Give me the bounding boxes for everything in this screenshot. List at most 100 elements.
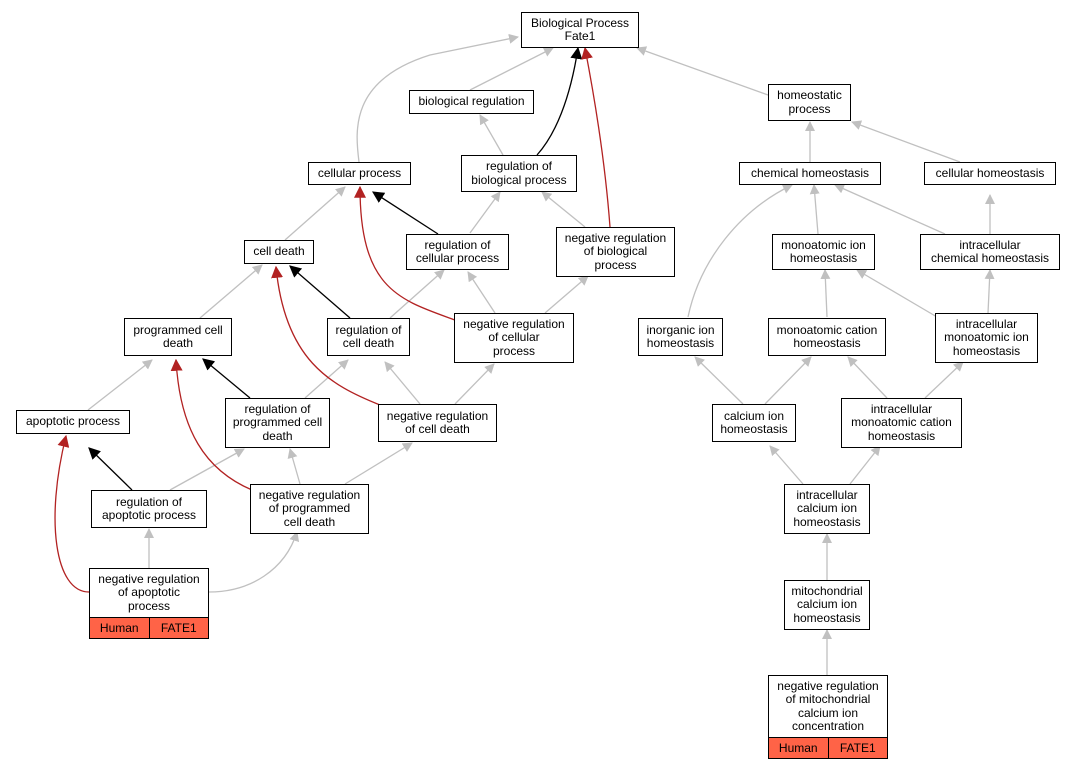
go-term-node[interactable]: regulation of biological process — [461, 155, 577, 192]
annotation-row: Human FATE1 — [768, 737, 888, 759]
go-term-node[interactable]: intracellular calcium ion homeostasis — [784, 484, 870, 534]
go-term-node[interactable]: intracellular chemical homeostasis — [920, 234, 1060, 270]
edge — [924, 361, 964, 399]
go-term-node[interactable]: Biological Process Fate1 — [521, 12, 639, 48]
negatively-regulates-edges — [54, 46, 611, 593]
go-term-node[interactable]: regulation of cellular process — [406, 234, 509, 270]
go-term-node[interactable]: biological regulation — [409, 90, 534, 114]
go-term-node[interactable]: mitochondrial calcium ion homeostasis — [784, 580, 870, 630]
edge — [984, 269, 995, 314]
go-term-node[interactable]: negative regulation of programmed cell d… — [250, 484, 369, 534]
edge — [170, 358, 253, 491]
edge — [287, 448, 301, 485]
go-term-node[interactable]: inorganic ion homeostasis — [638, 318, 723, 356]
edge — [856, 269, 938, 318]
go-term-node[interactable]: negative regulation of biological proces… — [556, 227, 675, 277]
node-label: regulation of apoptotic process — [101, 494, 197, 522]
node-label: regulation of cellular process — [415, 237, 500, 265]
edge — [88, 447, 133, 491]
go-term-node[interactable]: negative regulation of apoptotic process — [89, 568, 209, 618]
edge — [454, 363, 495, 405]
is-a-edges — [87, 33, 995, 675]
node-label: regulation of cell death — [335, 322, 402, 350]
node-label: negative regulation of apoptotic process — [98, 571, 200, 613]
species-cell[interactable]: Human — [778, 741, 818, 755]
node-label: intracellular monoatomic cation homeosta… — [851, 401, 952, 443]
go-term-node[interactable]: regulation of programmed cell death — [225, 398, 330, 448]
go-term-node[interactable]: monoatomic cation homeostasis — [768, 318, 886, 356]
node-label: mitochondrial calcium ion homeostasis — [791, 583, 863, 625]
edge — [199, 264, 263, 319]
edge — [356, 33, 519, 163]
node-label: biological regulation — [418, 94, 525, 109]
edge — [809, 184, 820, 235]
edge — [469, 47, 554, 91]
edge — [289, 265, 351, 319]
edge — [536, 46, 583, 156]
node-label: programmed cell death — [133, 322, 223, 350]
go-term-node[interactable]: negative regulation of cellular process — [454, 313, 574, 363]
edge — [284, 186, 346, 241]
go-term-node[interactable]: cell death — [244, 240, 314, 264]
node-label: cellular process — [317, 165, 402, 180]
edge — [541, 191, 586, 228]
edge — [581, 46, 611, 228]
gene-cell[interactable]: FATE1 — [148, 618, 209, 638]
edge — [764, 356, 812, 405]
edge — [202, 358, 251, 399]
node-label: cell death — [253, 244, 305, 259]
edge — [544, 275, 589, 314]
go-term-node[interactable]: chemical homeostasis — [739, 162, 881, 185]
go-term-node[interactable]: cellular process — [308, 162, 411, 185]
go-term-node[interactable]: cellular homeostasis — [924, 162, 1056, 185]
edge — [389, 269, 445, 319]
edge — [694, 356, 744, 405]
node-label: inorganic ion homeostasis — [646, 322, 715, 350]
node-label: negative regulation of mitochondrial cal… — [777, 678, 879, 733]
node-label: intracellular calcium ion homeostasis — [793, 487, 861, 529]
edge — [169, 448, 245, 491]
edge — [304, 359, 349, 399]
species-cell[interactable]: Human — [99, 621, 139, 635]
go-term-node[interactable]: negative regulation of mitochondrial cal… — [768, 675, 888, 738]
node-label: intracellular monoatomic ion homeostasis — [944, 316, 1029, 358]
node-label: regulation of biological process — [471, 159, 567, 187]
node-label: chemical homeostasis — [750, 165, 870, 180]
edge — [849, 445, 881, 485]
go-term-node[interactable]: monoatomic ion homeostasis — [772, 234, 875, 270]
edge — [469, 191, 501, 234]
edge — [847, 356, 888, 399]
go-term-node[interactable]: programmed cell death — [124, 318, 232, 356]
node-label: monoatomic ion homeostasis — [781, 237, 866, 265]
go-term-node[interactable]: negative regulation of cell death — [378, 404, 497, 442]
node-label: regulation of programmed cell death — [232, 401, 323, 443]
go-term-node[interactable]: intracellular monoatomic ion homeostasis — [935, 313, 1038, 363]
node-label: apoptotic process — [25, 414, 121, 429]
go-term-node[interactable]: calcium ion homeostasis — [712, 404, 796, 442]
edge — [467, 271, 496, 314]
node-label: Biological Process Fate1 — [530, 15, 630, 43]
node-label: homeostatic process — [777, 88, 842, 116]
node-label: negative regulation of cellular process — [463, 316, 565, 358]
regulates-edges — [88, 46, 583, 491]
go-term-node[interactable]: apoptotic process — [16, 410, 130, 434]
edge — [384, 361, 421, 405]
edge — [851, 120, 961, 163]
node-label: negative regulation of cell death — [386, 408, 489, 436]
gene-cell[interactable]: FATE1 — [827, 738, 888, 758]
node-label: intracellular chemical homeostasis — [930, 237, 1050, 265]
edge — [687, 184, 793, 318]
edge — [820, 269, 831, 318]
edge — [354, 185, 456, 321]
go-term-node[interactable]: regulation of cell death — [327, 318, 410, 356]
go-term-node[interactable]: intracellular monoatomic cation homeosta… — [841, 398, 962, 448]
node-label: negative regulation of programmed cell d… — [258, 487, 361, 529]
edge — [636, 46, 769, 96]
edge — [479, 114, 504, 156]
go-term-node[interactable]: regulation of apoptotic process — [91, 490, 207, 528]
edge — [769, 445, 804, 485]
go-term-node[interactable]: homeostatic process — [768, 84, 851, 121]
node-label: negative regulation of biological proces… — [564, 230, 667, 272]
edge — [371, 191, 439, 235]
